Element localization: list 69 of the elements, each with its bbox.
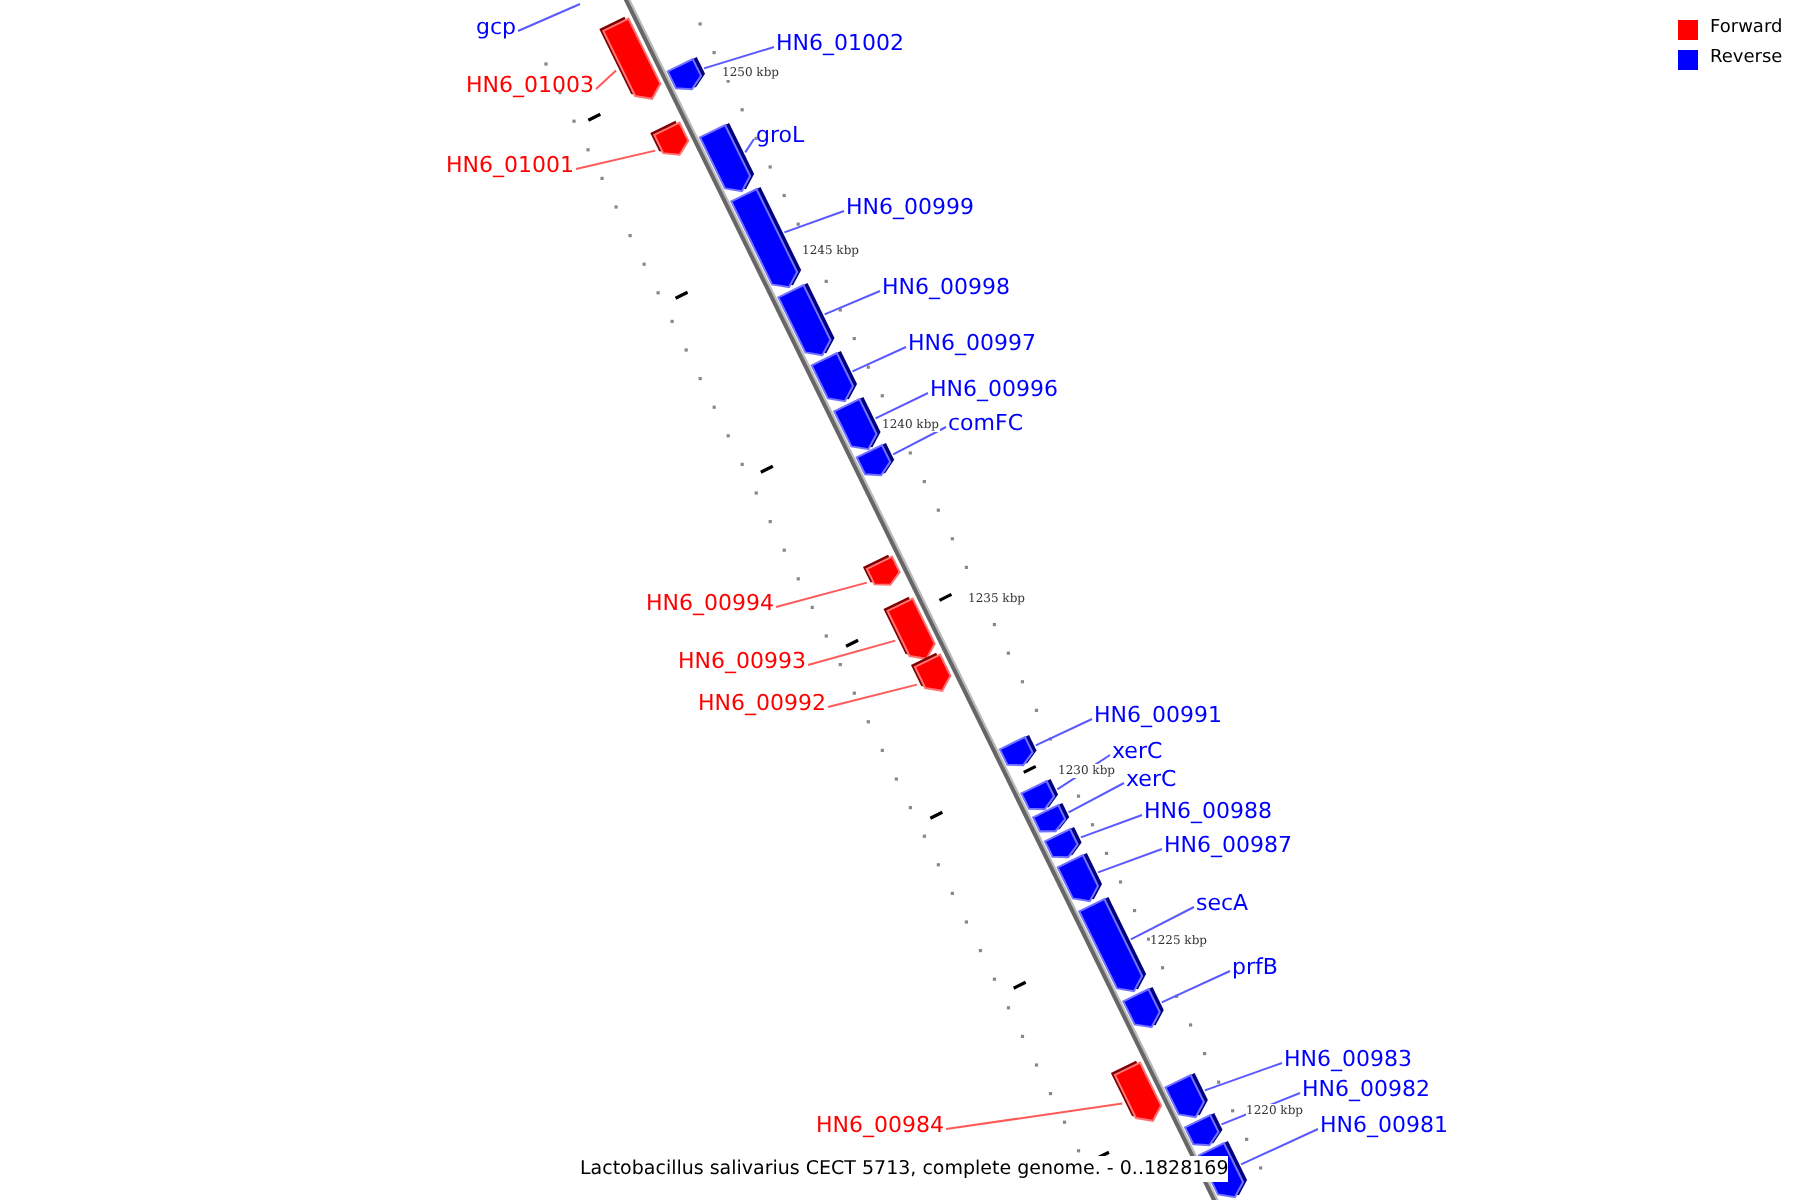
gene-label: HN6_00982 [1302,1076,1430,1102]
gene-block [862,554,901,586]
leader-line [874,392,929,420]
gene-label: xerC [1126,766,1177,792]
gene-label: HN6_00991 [1094,702,1222,728]
leader-line [744,138,755,154]
legend-label: Forward [1710,16,1783,42]
gene-block [855,443,895,477]
leader-line [807,639,897,666]
leader-line [827,683,918,708]
gene-block [998,735,1037,767]
gene-block [1122,987,1164,1029]
gene-block [730,187,802,289]
leader-line [1240,1128,1319,1166]
gene-block [1031,803,1070,833]
gene-label: HN6_00988 [1144,798,1272,824]
leader-line [775,581,868,608]
gene-block [650,120,690,156]
leader-line [851,346,907,373]
gene-block [810,351,858,403]
gene-label: HN6_00999 [846,194,974,220]
gene-block [666,57,706,91]
gene-label: HN6_00981 [1320,1112,1448,1138]
gene-label: HN6_00987 [1164,832,1292,858]
gene-label: secA [1196,890,1249,916]
leader-line [595,69,618,90]
gene-label: HN6_00998 [882,274,1010,300]
leader-line [823,290,881,316]
leader-line [1097,848,1163,874]
leader-line [1067,782,1125,814]
caption: Lactobacillus salivarius CECT 5713, complete genome. - 0..1828169 [580,1156,1229,1182]
gene-block [599,16,662,100]
gene-block [698,123,755,193]
gene-label: HN6_01002 [776,30,904,56]
gene-block [910,652,952,692]
leader-line [1034,718,1093,747]
gene-block [1110,1060,1163,1122]
gene-label: HN6_00992 [698,690,826,716]
leader-line [1203,1062,1283,1092]
gene-block [1020,779,1059,811]
leader-line [1079,814,1143,839]
gene-block [1164,1073,1208,1119]
gene-label: HN6_00984 [816,1112,944,1138]
gene-label: HN6_01003 [466,72,594,98]
gene-label: groL [756,122,805,148]
gene-label: prfB [1232,954,1278,980]
gene-label: gcp [475,14,516,40]
leader-line [945,1102,1124,1130]
gene-block [1077,897,1147,993]
gene-block [1183,1113,1223,1147]
gene-label: HN6_01001 [446,152,574,178]
gene-label: HN6_00993 [678,648,806,674]
gene-label: comFC [948,410,1024,436]
leader-line [575,149,657,170]
leader-line [517,3,581,32]
gene-label: HN6_00983 [1284,1046,1412,1072]
gene-block [883,596,936,660]
gene-label: HN6_00994 [646,590,774,616]
leader-line [783,210,845,234]
leader-line [703,46,775,70]
gene-label: xerC [1112,738,1163,764]
gene-label: HN6_00996 [930,376,1058,402]
gene-block [1043,827,1082,859]
gene-block [777,283,835,357]
leader-line [1129,906,1195,941]
legend-label: Reverse [1710,46,1783,72]
leader-line [892,426,947,456]
leader-line [1160,970,1231,1004]
gene-label: HN6_00997 [908,330,1036,356]
